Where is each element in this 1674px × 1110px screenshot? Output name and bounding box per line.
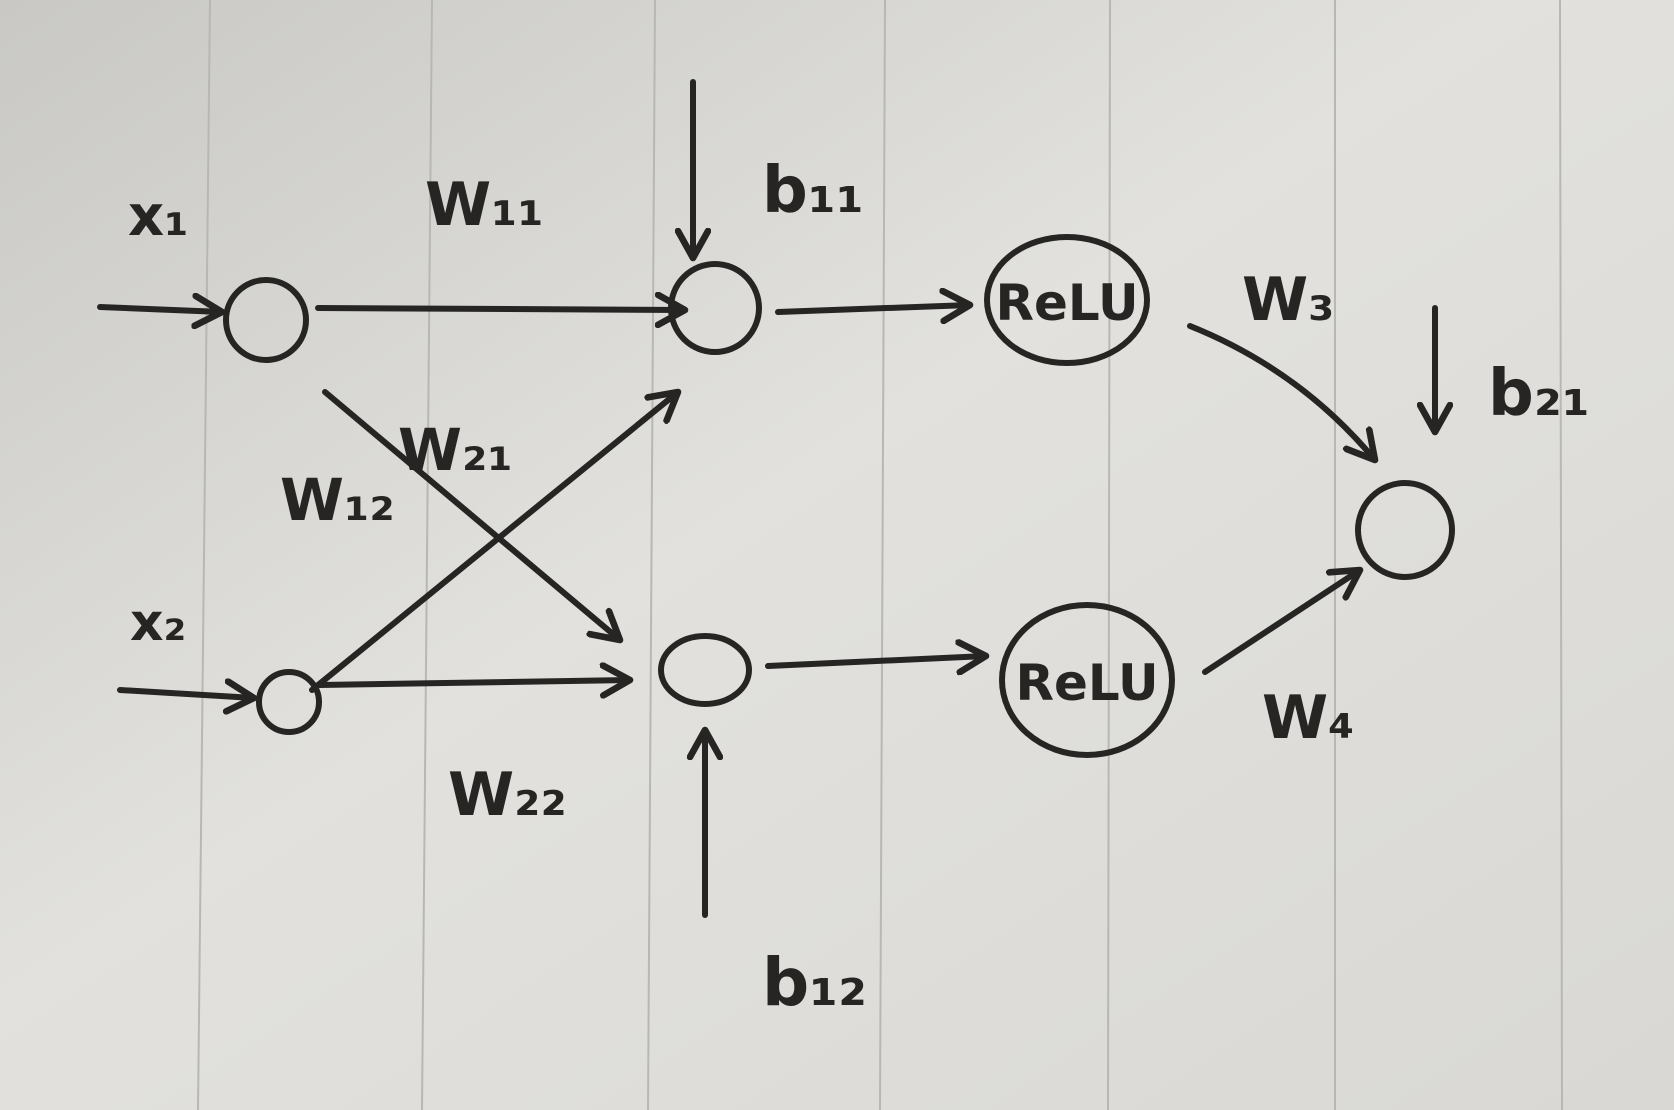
ruled-lines — [197, 0, 1563, 1110]
hidden-node-2 — [658, 633, 752, 707]
edge-w3 — [1187, 323, 1375, 460]
label-x1: x₁ — [128, 184, 189, 249]
relu-node-bottom — [999, 602, 1175, 758]
input-node-x1 — [223, 277, 309, 363]
label-w21: W₂₁ — [398, 416, 513, 484]
edge-w22 — [317, 680, 630, 685]
edge-h1-relu — [775, 305, 970, 312]
label-w4: W₄ — [1262, 683, 1354, 753]
label-b11: b₁₁ — [762, 154, 864, 228]
label-w12: W₁₂ — [280, 466, 395, 534]
label-w3: W₃ — [1242, 265, 1334, 335]
edge-w12 — [322, 389, 620, 640]
edge-w4 — [1202, 570, 1360, 675]
edge-h2-relu — [765, 656, 986, 666]
edge-w11 — [315, 308, 685, 310]
label-relu-top: ReLU — [995, 274, 1138, 332]
edge-x1-input — [97, 307, 222, 312]
edge-w21 — [309, 392, 678, 693]
label-w22: W₂₂ — [448, 760, 567, 830]
label-x2: x₂ — [130, 593, 186, 653]
input-node-x2 — [256, 669, 322, 735]
label-relu-bottom: ReLU — [1015, 654, 1158, 712]
label-b12: b₁₂ — [762, 944, 867, 1021]
output-node — [1355, 480, 1455, 580]
label-w11: W₁₁ — [425, 170, 544, 240]
edge-x2-input — [117, 690, 254, 698]
relu-node-top — [984, 234, 1150, 366]
edges — [97, 79, 1435, 918]
label-b21: b₂₁ — [1488, 357, 1590, 431]
